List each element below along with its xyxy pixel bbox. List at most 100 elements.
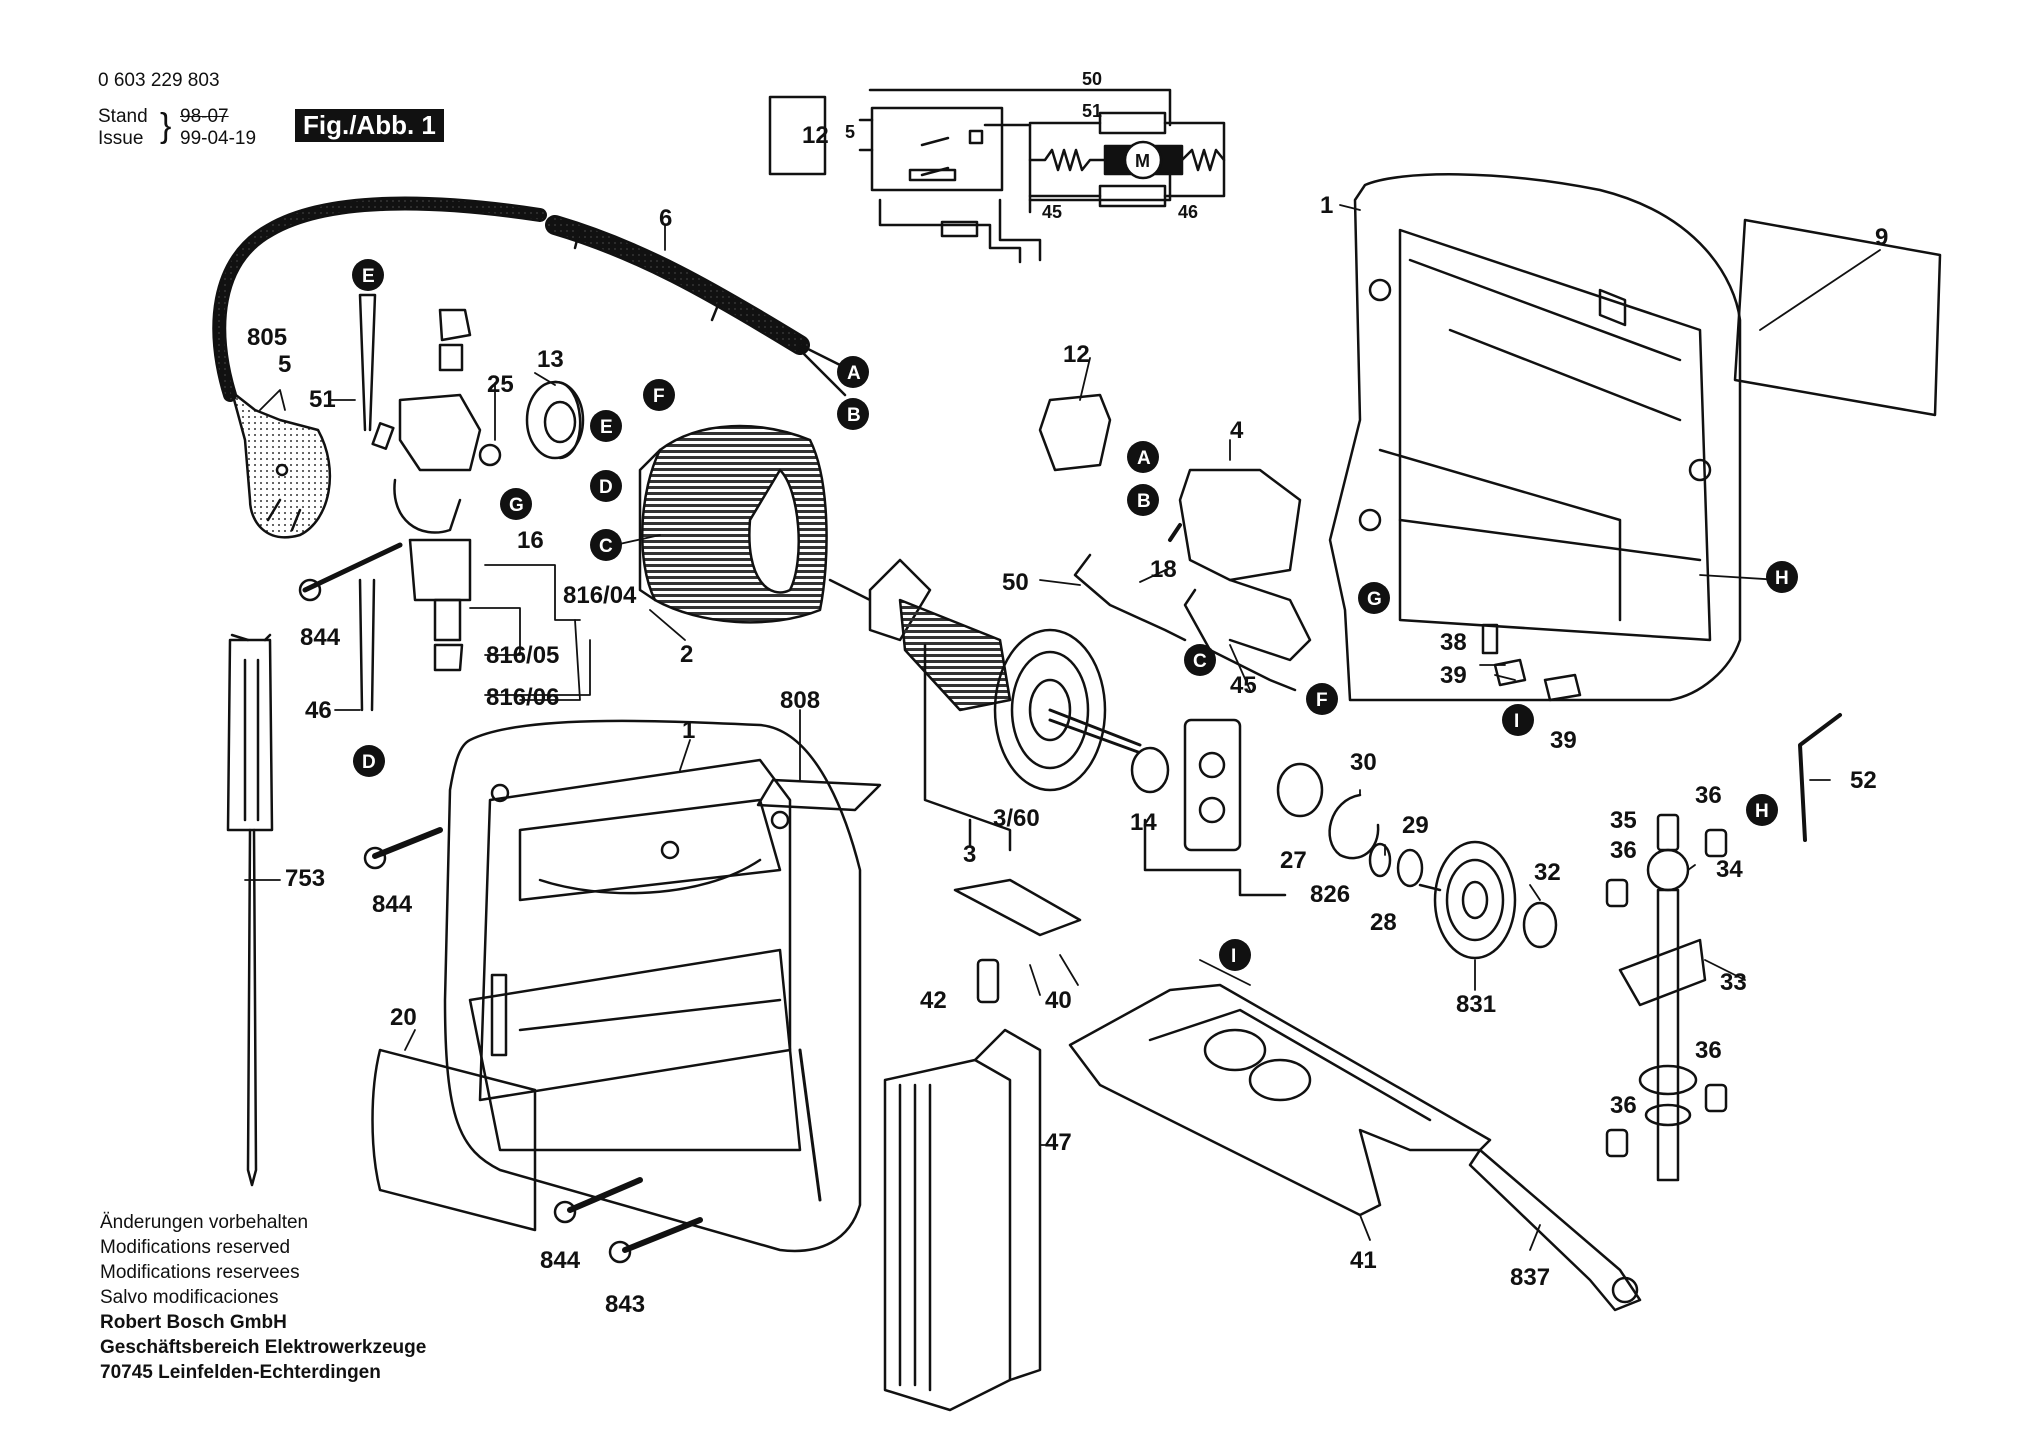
label-3: 3 bbox=[963, 841, 976, 868]
svg-text:C: C bbox=[1193, 651, 1207, 672]
svg-text:A: A bbox=[1137, 448, 1151, 469]
label-831: 831 bbox=[1456, 991, 1496, 1018]
marker-I-base: I bbox=[1219, 939, 1251, 971]
label-39-b: 39 bbox=[1550, 727, 1577, 754]
svg-text:A: A bbox=[847, 363, 861, 384]
switch-4 bbox=[1178, 468, 1302, 582]
housing-right bbox=[1328, 173, 1742, 702]
stand-label: Stand bbox=[98, 106, 148, 127]
marker-H-pin: H bbox=[1746, 794, 1778, 826]
wiring-label-46: 46 bbox=[1178, 202, 1198, 222]
brush-assembly bbox=[298, 293, 502, 712]
footer-line-2: Modifications reserved bbox=[100, 1237, 291, 1258]
screw-844-a bbox=[372, 827, 443, 859]
label-46: 46 bbox=[305, 697, 332, 724]
marker-C-right: C bbox=[1184, 644, 1216, 676]
svg-text:G: G bbox=[509, 495, 524, 516]
clamp-837 bbox=[1468, 1148, 1642, 1312]
wiring-label-45: 45 bbox=[1042, 202, 1062, 222]
label-38: 38 bbox=[1440, 629, 1467, 656]
label-45: 45 bbox=[1230, 672, 1257, 699]
screwdriver bbox=[226, 633, 274, 1187]
brace-glyph: } bbox=[160, 107, 172, 145]
label-9: 9 bbox=[1875, 224, 1888, 251]
pin-38 bbox=[1481, 623, 1499, 655]
footer-company-1: Robert Bosch GmbH bbox=[100, 1312, 287, 1333]
label-36-c: 36 bbox=[1695, 1037, 1722, 1064]
label-1-housing-left: 1 bbox=[682, 717, 695, 744]
label-816-06: 816/06 bbox=[486, 684, 559, 711]
wiring-label-5: 5 bbox=[845, 122, 855, 142]
label-816-04: 816/04 bbox=[563, 582, 637, 609]
label-29: 29 bbox=[1402, 812, 1429, 839]
label-14: 14 bbox=[1130, 809, 1157, 836]
label-808: 808 bbox=[780, 687, 820, 714]
wiring-label-51: 51 bbox=[1082, 101, 1102, 121]
label-3-60: 3/60 bbox=[993, 805, 1040, 832]
hex-key-52 bbox=[1798, 713, 1842, 842]
wiring-label-12: 12 bbox=[802, 122, 829, 149]
part-number: 0 603 229 803 bbox=[98, 70, 220, 91]
svg-text:E: E bbox=[362, 266, 375, 287]
cover-20 bbox=[371, 1048, 537, 1232]
label-816-05: 816/05 bbox=[486, 642, 559, 669]
label-50: 50 bbox=[1002, 569, 1029, 596]
label-28: 28 bbox=[1370, 909, 1397, 936]
label-2: 2 bbox=[680, 641, 693, 668]
label-27: 27 bbox=[1280, 847, 1307, 874]
figure-tag: Fig./Abb. 1 bbox=[295, 109, 444, 142]
label-5: 5 bbox=[278, 351, 291, 378]
svg-text:D: D bbox=[362, 752, 376, 773]
footer-line-1: Änderungen vorbehalten bbox=[100, 1212, 309, 1233]
svg-text:H: H bbox=[1775, 568, 1789, 589]
slide-40 bbox=[953, 878, 1082, 937]
label-36-b: 36 bbox=[1610, 837, 1637, 864]
stand-date: 98-07 bbox=[180, 106, 229, 127]
wire-50 bbox=[1073, 553, 1187, 642]
marker-E-mid: E bbox=[590, 410, 622, 442]
label-1-housing-right: 1 bbox=[1320, 192, 1333, 219]
label-844-a: 844 bbox=[300, 624, 341, 651]
footer-company-3: 70745 Leinfelden-Echterdingen bbox=[100, 1362, 381, 1383]
label-12: 12 bbox=[1063, 341, 1090, 368]
armature bbox=[828, 558, 1142, 852]
svg-text:B: B bbox=[1137, 491, 1151, 512]
base-plate-41 bbox=[1068, 983, 1492, 1217]
label-753: 753 bbox=[285, 865, 325, 892]
svg-text:D: D bbox=[599, 477, 613, 498]
label-plate-808 bbox=[756, 778, 882, 812]
label-844-b: 844 bbox=[372, 891, 413, 918]
label-826: 826 bbox=[1310, 881, 1350, 908]
wiring-schematic bbox=[768, 88, 1226, 264]
bearing-13 bbox=[525, 380, 585, 460]
marker-F-top: F bbox=[643, 379, 675, 411]
label-805: 805 bbox=[247, 324, 287, 351]
marker-F-right: F bbox=[1306, 683, 1338, 715]
marker-I-right: I bbox=[1502, 704, 1534, 736]
label-25: 25 bbox=[487, 371, 514, 398]
screw-843 bbox=[622, 1217, 703, 1253]
label-32: 32 bbox=[1534, 859, 1561, 886]
label-36-a: 36 bbox=[1695, 782, 1722, 809]
housing-left bbox=[443, 719, 862, 1253]
label-39-a: 39 bbox=[1440, 662, 1467, 689]
marker-E-top: E bbox=[352, 259, 384, 291]
wiring-motor-label: M bbox=[1135, 151, 1150, 171]
label-30: 30 bbox=[1350, 749, 1377, 776]
label-837: 837 bbox=[1510, 1264, 1550, 1291]
power-cord bbox=[212, 196, 847, 539]
circlip-30 bbox=[1328, 793, 1380, 860]
footer-line-4: Salvo modificaciones bbox=[100, 1287, 279, 1308]
label-35: 35 bbox=[1610, 807, 1637, 834]
screw-42 bbox=[976, 958, 1000, 1004]
leader-lines bbox=[244, 204, 1881, 1251]
svg-text:I: I bbox=[1514, 711, 1519, 732]
label-20: 20 bbox=[390, 1004, 417, 1031]
label-33: 33 bbox=[1720, 969, 1747, 996]
marker-G-right: G bbox=[1358, 582, 1390, 614]
label-13: 13 bbox=[537, 346, 564, 373]
svg-text:E: E bbox=[600, 417, 613, 438]
reference-markers: E F A B E D C G D A B C F G I H H I bbox=[352, 259, 1798, 971]
screw-844-c bbox=[567, 1177, 643, 1213]
